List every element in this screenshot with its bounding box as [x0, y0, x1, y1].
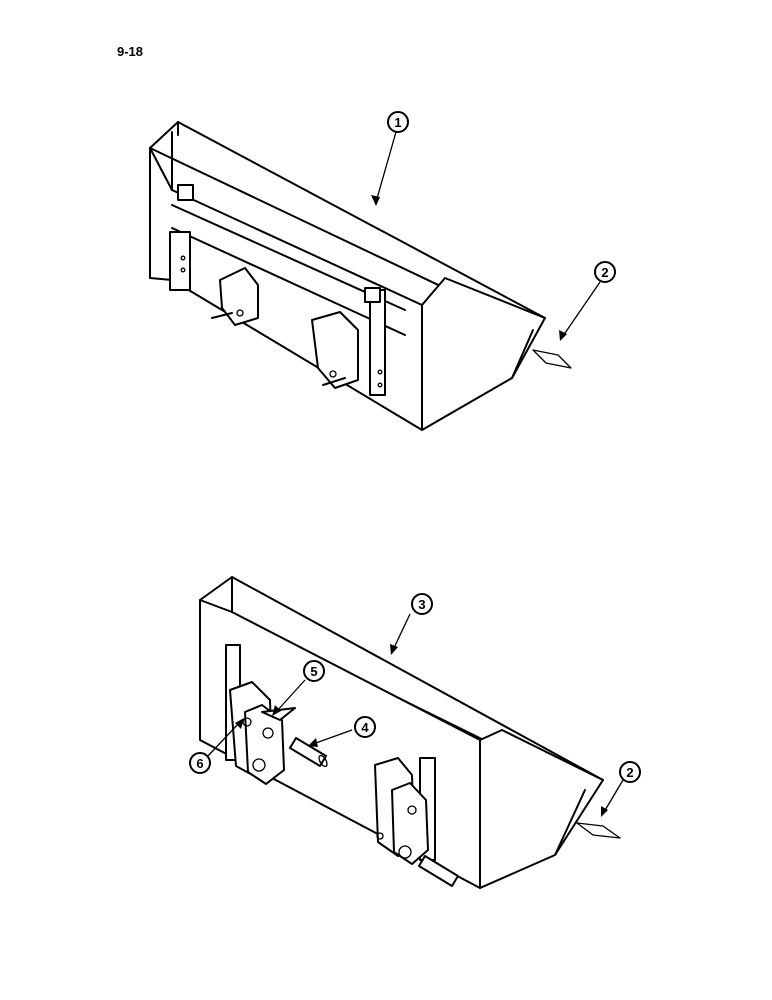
- callout-4-label: 4: [361, 720, 369, 735]
- callout-2-top: 2: [594, 261, 616, 283]
- callout-3: 3: [411, 593, 433, 615]
- callout-2-bottom-label: 2: [626, 765, 633, 780]
- callout-5-label: 5: [310, 664, 317, 679]
- callout-1: 1: [387, 111, 409, 133]
- callout-5: 5: [303, 660, 325, 682]
- callout-3-label: 3: [418, 597, 425, 612]
- page-number: 9-18: [117, 44, 144, 59]
- callout-6-label: 6: [196, 756, 203, 771]
- callout-2-top-label: 2: [601, 265, 608, 280]
- callout-4: 4: [354, 716, 376, 738]
- bottom-bucket-drawing: [199, 576, 624, 889]
- top-bucket-drawing: [149, 121, 601, 431]
- callout-6: 6: [189, 752, 211, 774]
- callout-1-label: 1: [394, 115, 401, 130]
- callout-2-bottom: 2: [619, 761, 641, 783]
